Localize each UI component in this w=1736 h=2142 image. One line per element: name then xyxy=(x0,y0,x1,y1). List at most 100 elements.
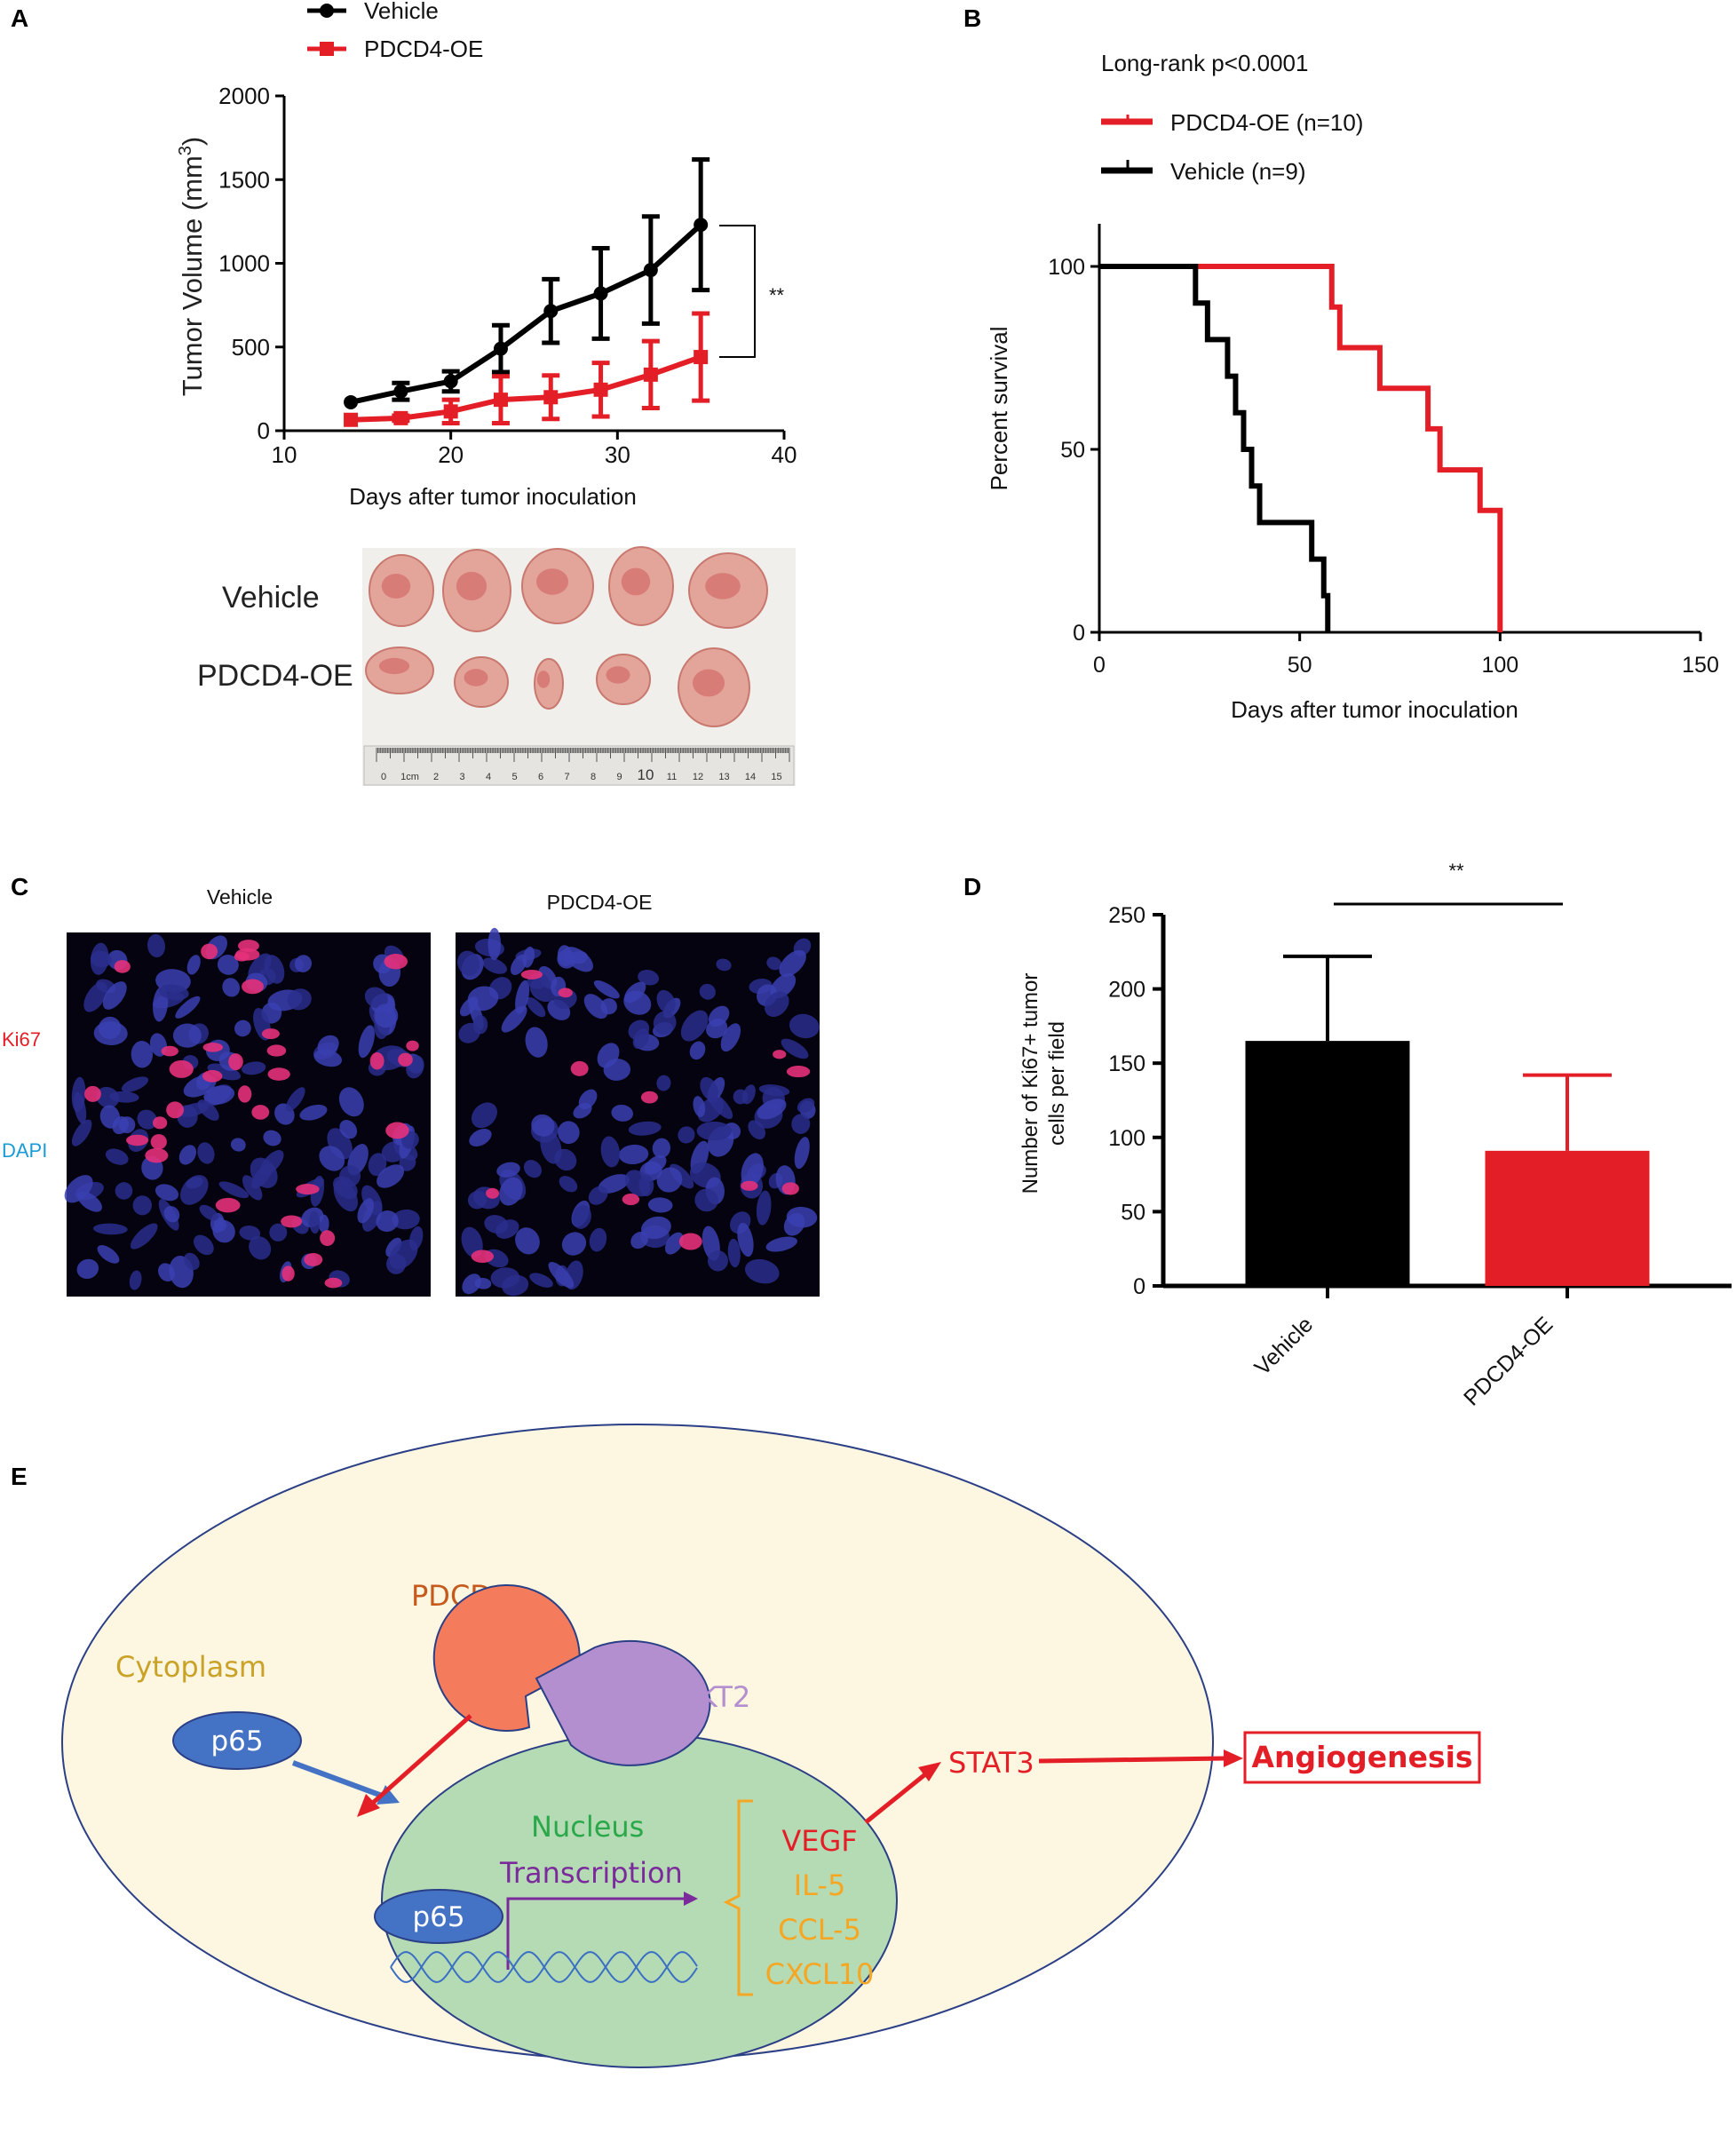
dapi-nucleus xyxy=(644,1154,667,1175)
y-axis-label-a: Tumor Volume (mm3) xyxy=(176,137,208,396)
legend-vehicle-survival-label: Vehicle (n=9) xyxy=(1170,158,1305,185)
ki67-nucleus xyxy=(201,943,218,960)
dapi-nucleus xyxy=(716,958,732,972)
ki67-nucleus xyxy=(161,1045,178,1057)
dapi-nucleus xyxy=(294,955,313,972)
ki67-nucleus xyxy=(398,1052,413,1067)
transcription-label: Transcription xyxy=(499,1856,683,1890)
transcription-arrow-line xyxy=(506,1897,684,1970)
p65-cytoplasm-shape xyxy=(172,1711,302,1770)
dapi-nucleus xyxy=(611,1104,634,1122)
dapi-nucleus xyxy=(222,978,241,997)
dapi-nucleus xyxy=(186,955,201,975)
ki67-nucleus xyxy=(215,1197,241,1213)
ruler-label: 9 xyxy=(616,772,622,782)
dapi-nucleus xyxy=(368,1153,387,1177)
dapi-nucleus xyxy=(496,1162,520,1178)
dapi-nucleus xyxy=(699,983,716,1000)
dapi-nucleus xyxy=(309,1210,321,1234)
tumor-specimen-highlight xyxy=(456,571,488,601)
legend-vehicle-label: Vehicle xyxy=(364,0,439,24)
ki67-nucleus xyxy=(741,1180,758,1191)
ki67-nucleus xyxy=(126,1134,149,1146)
dapi-nucleus xyxy=(600,998,617,1015)
dapi-nucleus xyxy=(624,1170,651,1197)
dapi-nucleus xyxy=(708,1005,730,1027)
data-point xyxy=(543,390,559,405)
data-point xyxy=(694,350,709,365)
dapi-nucleus xyxy=(459,996,479,1017)
vegf-arrow-head xyxy=(918,1762,941,1781)
dapi-nucleus xyxy=(389,1239,418,1270)
dapi-nucleus xyxy=(193,1234,214,1256)
data-point xyxy=(493,341,508,356)
dapi-nucleus xyxy=(462,1273,481,1295)
dapi-nucleus xyxy=(490,1267,520,1289)
dapi-nucleus xyxy=(212,1219,235,1243)
dapi-nucleus xyxy=(664,1232,684,1255)
y-tick-label-d: 50 xyxy=(1121,1200,1145,1225)
dapi-nucleus xyxy=(557,945,573,967)
dapi-nucleus xyxy=(115,1182,133,1200)
tumor-specimen-highlight xyxy=(606,666,630,684)
dapi-nucleus xyxy=(250,1157,278,1188)
dapi-nucleus xyxy=(696,1121,732,1141)
x-tick-label-a: 10 xyxy=(272,441,297,468)
ki67-nucleus xyxy=(281,1265,295,1281)
x-axis-label-b: Days after tumor inoculation xyxy=(1231,696,1518,723)
tumor-specimen-highlight xyxy=(381,574,411,599)
y-tick-label-a: 1500 xyxy=(218,166,270,193)
pdcd4-arrow-line xyxy=(371,1714,472,1805)
significance-bracket-a xyxy=(719,225,756,358)
dapi-nucleus xyxy=(781,1038,809,1059)
dapi-nucleus xyxy=(756,1190,772,1226)
data-point xyxy=(694,218,709,233)
dapi-nucleus xyxy=(529,978,557,1003)
ruler-label: 6 xyxy=(538,772,543,782)
ki67-nucleus xyxy=(237,1085,252,1103)
dapi-nucleus xyxy=(263,1130,281,1146)
pdcd4-arrow-head xyxy=(357,1794,380,1817)
dapi-nucleus xyxy=(794,1137,810,1170)
ruler-label: 3 xyxy=(459,772,464,782)
dapi-nucleus xyxy=(515,1227,540,1255)
tumor-specimen-highlight xyxy=(705,573,741,599)
dapi-nucleus xyxy=(96,1086,120,1108)
dapi-nucleus xyxy=(632,1028,650,1050)
dapi-nucleus xyxy=(234,1019,251,1037)
dapi-nucleus xyxy=(83,981,107,1012)
ki67-nucleus xyxy=(266,1044,287,1057)
ki67-nucleus xyxy=(251,1105,270,1120)
dapi-nucleus xyxy=(163,1206,180,1223)
ki67-nucleus xyxy=(406,1040,419,1051)
dapi-nucleus xyxy=(118,1116,136,1134)
dapi-nucleus xyxy=(239,1226,261,1241)
y-tick-label-d: 150 xyxy=(1108,1051,1145,1076)
micrograph-pdcd4-title: PDCD4-OE xyxy=(547,891,653,914)
dapi-nucleus xyxy=(339,1120,358,1139)
y-axis-label-d-line2: cells per field xyxy=(1045,1021,1069,1146)
ki67-nucleus xyxy=(228,1053,243,1071)
ki67-nucleus xyxy=(369,1051,384,1070)
data-point xyxy=(344,394,359,409)
dapi-nucleus xyxy=(791,1114,811,1134)
ruler-label: 15 xyxy=(771,772,781,782)
photo-row-vehicle-label: Vehicle xyxy=(222,581,320,615)
dapi-nucleus xyxy=(680,1010,709,1042)
dapi-nucleus xyxy=(757,1099,787,1120)
cytoplasm-label: Cytoplasm xyxy=(115,1650,266,1684)
bar-vehicle xyxy=(1245,1041,1410,1286)
y-axis-label-d-line1: Number of Ki67+ tumor xyxy=(1019,973,1042,1194)
dapi-nucleus xyxy=(765,1236,797,1252)
dapi-nucleus xyxy=(554,1148,577,1171)
x-tick-label-a: 30 xyxy=(605,441,630,468)
tumor-specimen-highlight xyxy=(693,669,725,697)
dapi-nucleus xyxy=(175,996,201,1019)
dapi-nucleus xyxy=(73,1091,87,1124)
dapi-nucleus xyxy=(392,1209,420,1230)
dapi-nucleus xyxy=(137,1109,157,1130)
ki67-nucleus xyxy=(570,1060,589,1076)
survival-curve-0 xyxy=(1099,264,1503,632)
panel-letter-a: A xyxy=(11,4,28,32)
y-tick-label-b: 100 xyxy=(1048,255,1085,280)
